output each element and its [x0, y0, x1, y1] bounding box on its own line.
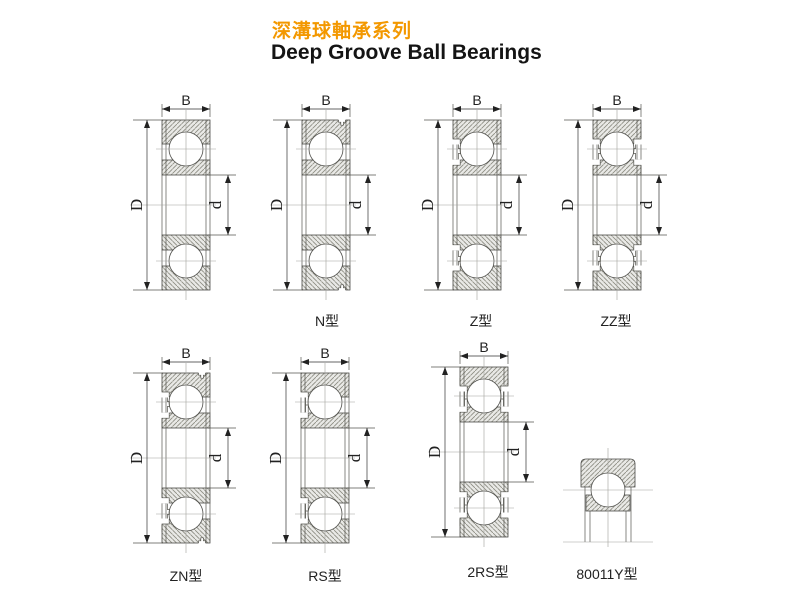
bearing-diagram-open: [124, 83, 248, 327]
type-label-80011y: 80011Y型: [576, 566, 638, 582]
bearing-diagram-z: [415, 83, 539, 327]
bearing-diagram-zz: [555, 83, 679, 327]
type-label-n: N型: [314, 313, 340, 329]
type-label-zz: ZZ型: [600, 313, 632, 329]
bearing-diagram-rs: [263, 336, 387, 580]
page-title-zh: 深溝球軸承系列: [272, 21, 413, 42]
bearing-diagram-n: [264, 83, 388, 327]
type-label-2rs: 2RS型: [467, 564, 509, 580]
type-label-z: Z型: [469, 313, 493, 329]
page-title-en: Deep Groove Ball Bearings: [271, 41, 542, 64]
bearing-diagram-80011y: [563, 448, 653, 547]
bearing-diagram-2rs: [422, 330, 546, 574]
bearing-diagram-zn: [124, 336, 248, 580]
type-label-rs: RS型: [308, 568, 342, 584]
type-label-zn: ZN型: [169, 568, 203, 584]
